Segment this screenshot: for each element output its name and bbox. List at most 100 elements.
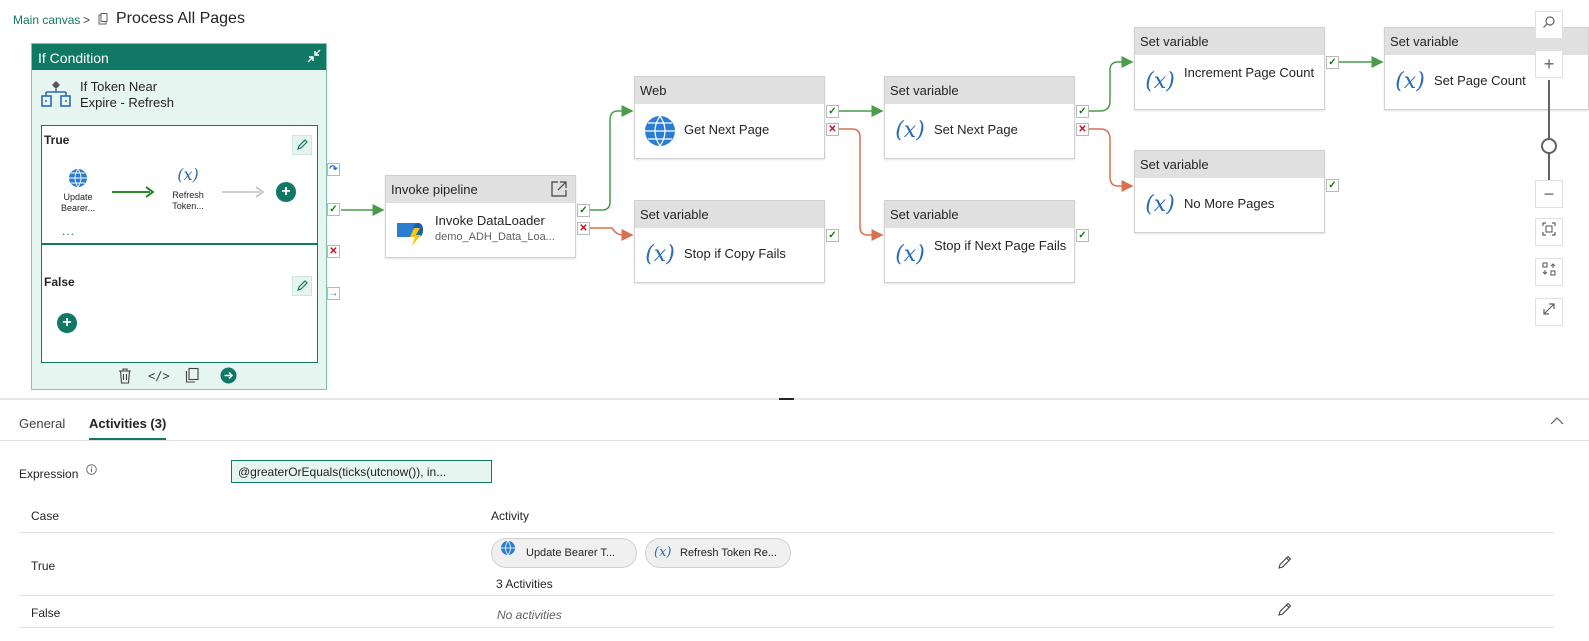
pipeline-lightning-icon [394, 213, 428, 247]
tab-general[interactable]: General [19, 416, 66, 431]
true-branch: True Update Bearer... (𝑥) Refresh Token.… [41, 125, 318, 244]
web-card-title: Get Next Page [684, 122, 770, 137]
no-more-success-port[interactable]: ✓ [1326, 179, 1339, 192]
table-header-divider [19, 532, 1554, 533]
stop-if-next-page-fails-activity[interactable]: Set variable (𝑥) Stop if Next Page Fails [884, 200, 1075, 283]
set-next-failure-port[interactable]: ✕ [1076, 123, 1089, 136]
zoom-in-button[interactable]: + [1535, 50, 1563, 78]
if-condition-activity[interactable]: If Condition If Token Near Expire - Refr… [31, 43, 327, 390]
increment-success-port[interactable]: ✓ [1326, 56, 1339, 69]
variable-icon: (𝑥) [895, 118, 925, 143]
set-next-card-title: Set Next Page [934, 122, 1018, 137]
edit-true-branch-icon[interactable] [292, 135, 312, 160]
no-more-card-header: Set variable [1135, 151, 1324, 178]
breadcrumb-root-link[interactable]: Main canvas [13, 13, 81, 27]
if-condition-name-line1: If Token Near [80, 79, 158, 94]
collapse-panel-icon[interactable] [1550, 413, 1564, 431]
zoom-out-button[interactable]: − [1535, 180, 1563, 208]
edit-true-case-icon[interactable] [1277, 554, 1293, 575]
set-next-page-activity[interactable]: Set variable (𝑥) Set Next Page [884, 76, 1075, 159]
web-success-port[interactable]: ✓ [826, 105, 839, 118]
success-arrow-icon [112, 186, 155, 198]
false-branch-title: False [44, 275, 75, 289]
ifc-skip-port[interactable]: → [327, 287, 340, 300]
activity-chip-update-bearer[interactable]: Update Bearer T... [491, 538, 637, 568]
increment-card-title: Increment Page Count [1184, 65, 1315, 80]
open-external-icon[interactable] [550, 180, 568, 203]
variable-activity-mini-icon[interactable]: (𝑥) [177, 165, 199, 184]
auto-align-button[interactable] [1535, 258, 1563, 286]
canvas-search-button[interactable] [1535, 11, 1563, 39]
expand-canvas-button[interactable] [1535, 298, 1563, 326]
add-false-activity-button[interactable]: + [57, 313, 77, 333]
stop-copy-card-title: Stop if Copy Fails [684, 246, 786, 261]
set-next-success-port[interactable]: ✓ [1076, 105, 1089, 118]
no-more-card-title: No More Pages [1184, 196, 1275, 211]
activity-chip-refresh-token[interactable]: (𝑥)Refresh Token Re... [645, 538, 791, 568]
search-icon [1543, 16, 1555, 28]
set-next-card-header: Set variable [885, 77, 1074, 104]
variable-icon: (𝑥) [645, 242, 675, 267]
if-condition-header: If Condition [32, 44, 326, 70]
variable-icon: (𝑥) [895, 242, 925, 267]
true-activity-2-line2: Token... [172, 201, 204, 211]
column-header-activity: Activity [491, 509, 530, 523]
pipeline-icon [98, 12, 108, 30]
breadcrumb-separator: > [83, 13, 91, 27]
no-more-pages-activity[interactable]: Set variable (𝑥) No More Pages [1134, 150, 1325, 233]
stop-next-card-title: Stop if Next Page Fails [934, 238, 1067, 253]
collapse-icon[interactable] [306, 48, 322, 67]
zoom-slider-track[interactable] [1548, 80, 1550, 182]
stop-copy-card-header: Set variable [635, 201, 824, 228]
connector-invoke-to-web [590, 105, 634, 211]
case-false-cell: False [31, 606, 61, 620]
fit-to-screen-button[interactable] [1535, 218, 1563, 246]
zoom-slider-thumb[interactable] [1541, 138, 1557, 154]
navigate-icon[interactable] [220, 367, 237, 389]
true-activity-1-line1: Update [63, 192, 93, 202]
edit-false-case-icon[interactable] [1277, 601, 1293, 622]
expression-input[interactable]: @greaterOrEquals(ticks(utcnow()), in... [231, 460, 492, 483]
no-activities-text: No activities [497, 608, 562, 622]
if-condition-name: If Token Near Expire - Refresh [80, 79, 174, 111]
edit-false-branch-icon[interactable] [292, 276, 312, 301]
web-failure-port[interactable]: ✕ [826, 123, 839, 136]
activity-chip-refresh-token-label: Refresh Token Re... [680, 547, 778, 559]
invoke-success-port[interactable]: ✓ [577, 204, 590, 217]
stop-copy-success-port[interactable]: ✓ [826, 229, 839, 242]
copy-icon[interactable] [184, 367, 200, 389]
more-activities-indicator[interactable]: ... [62, 224, 76, 238]
stop-if-copy-fails-activity[interactable]: Set variable (𝑥) Stop if Copy Fails [634, 200, 825, 283]
column-header-case: Case [31, 509, 60, 523]
connector-set-next-to-no-more [1089, 128, 1134, 192]
activities-count: 3 Activities [496, 577, 553, 591]
delete-icon[interactable] [117, 367, 133, 389]
invoke-pipeline-activity[interactable]: Invoke pipeline Invoke DataLoader demo_A… [385, 175, 576, 258]
invoke-failure-port[interactable]: ✕ [577, 222, 590, 235]
panel-divider[interactable] [0, 398, 1589, 400]
expand-icon [1543, 303, 1555, 315]
variable-icon: (𝑥) [1395, 69, 1425, 94]
info-icon[interactable] [86, 462, 97, 480]
true-branch-title: True [44, 133, 70, 147]
tabs-underline [0, 440, 1589, 441]
auto-align-icon [1542, 262, 1556, 276]
code-icon[interactable]: </> [148, 369, 170, 383]
table-bottom-divider [19, 627, 1554, 628]
ifc-completion-port[interactable]: ↷ [327, 163, 340, 176]
variable-icon: (𝑥) [1145, 69, 1175, 94]
increment-page-count-activity[interactable]: Set variable (𝑥) Increment Page Count [1134, 27, 1325, 110]
stop-next-success-port[interactable]: ✓ [1076, 229, 1089, 242]
invoke-card-subtitle: demo_ADH_Data_Loa... [435, 231, 555, 243]
web-activity-mini-icon[interactable] [68, 168, 88, 193]
activity-chip-update-bearer-label: Update Bearer T... [526, 547, 616, 559]
web-activity[interactable]: Web Get Next Page [634, 76, 825, 159]
connector-web-to-stop-next [839, 128, 884, 241]
ifc-success-port[interactable]: ✓ [327, 203, 340, 216]
if-condition-name-line2: Expire - Refresh [80, 95, 174, 110]
ifc-failure-port[interactable]: ✕ [327, 245, 340, 258]
add-true-activity-button[interactable]: + [276, 182, 296, 202]
panel-resize-handle[interactable] [779, 398, 794, 400]
tab-activities[interactable]: Activities (3) [89, 416, 167, 440]
expression-label: Expression [19, 467, 79, 481]
